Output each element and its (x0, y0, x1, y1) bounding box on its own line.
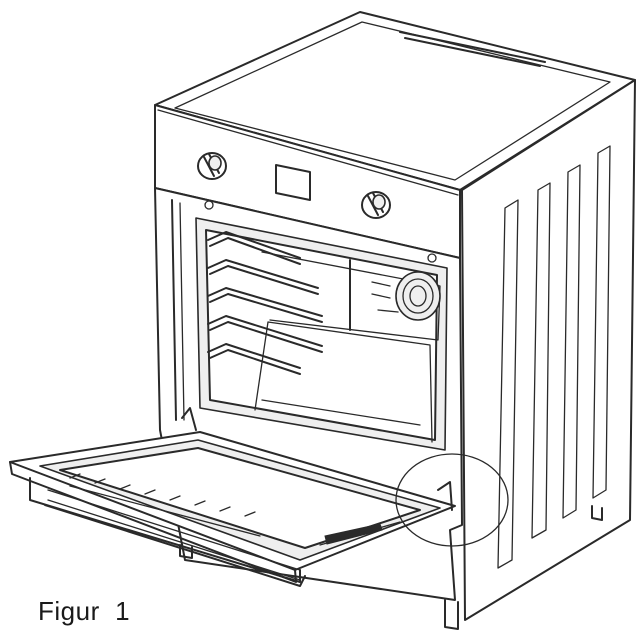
oven-door-icon (9, 407, 456, 587)
right-knob-icon (361, 191, 391, 219)
shelf-rails (207, 231, 323, 375)
oven-feet (179, 505, 603, 630)
left-knob-icon (197, 152, 227, 180)
display-window (275, 164, 311, 201)
figure-caption: Figur 1 (38, 596, 131, 626)
detail-circle-icon (395, 453, 509, 547)
